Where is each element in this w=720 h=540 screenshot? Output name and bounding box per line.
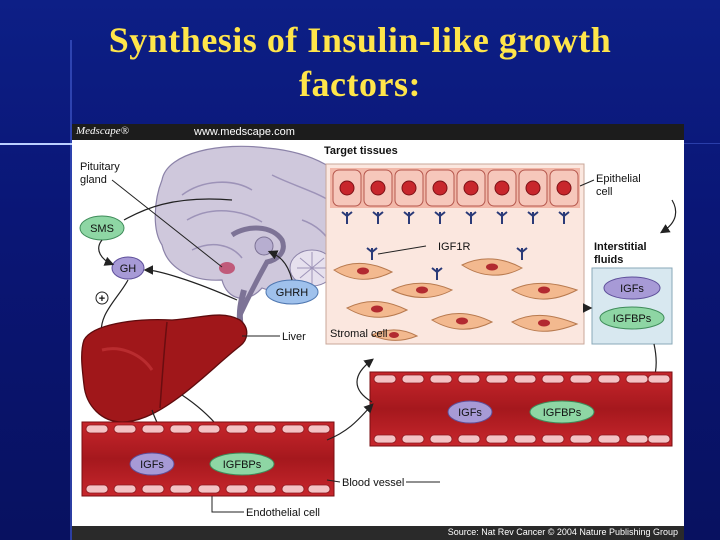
interstitial-fluids-box: Interstitial fluids IGFs IGFBPs [591, 241, 673, 345]
lower-vessel-igfbps-label: IGFBPs [223, 459, 262, 471]
stromal-nuclei [357, 263, 550, 338]
igf-synthesis-figure: Medscape® www.medscape.com Pituit [72, 124, 684, 540]
epithelial-fluid-arrow [659, 199, 677, 234]
figure-footer-bar: Source: Nat Rev Cancer © 2004 Nature Pub… [72, 526, 684, 540]
epithelial-label-line2: cell [596, 186, 613, 198]
sms-inhibit-arrow [98, 239, 115, 266]
decorative-horizontal-line [0, 143, 78, 145]
interstitial-label-line2: fluids [594, 254, 623, 266]
endothelial-cell-label: Endothelial cell [246, 507, 320, 519]
brain-illustration [154, 145, 360, 331]
ghrh-label: GHRH [276, 287, 308, 299]
plus-label: + [99, 293, 105, 305]
diagram-svg: Pituitary gland SMS GH + GHRH [79, 145, 677, 519]
sms-arrow [123, 198, 233, 221]
upper-blood-vessel: IGFs IGFBPs [369, 371, 673, 447]
slide-title: Synthesis of Insulin-like growth factors… [60, 18, 660, 106]
target-tissues-title: Target tissues [324, 145, 398, 157]
medscape-logo: Medscape® [76, 125, 129, 137]
source-credit: Source: Nat Rev Cancer © 2004 Nature Pub… [447, 527, 678, 537]
liver-illustration [81, 314, 248, 423]
figure-header-bar: Medscape® www.medscape.com [72, 124, 684, 140]
vessel-igfbps-label: IGFBPs [543, 407, 582, 419]
interstitial-label-line1: Interstitial [594, 241, 647, 253]
igf1r-receptors [341, 211, 570, 280]
liver-label: Liver [282, 331, 306, 343]
title-line-1: Synthesis of Insulin-like growth [108, 20, 612, 60]
medscape-url: www.medscape.com [194, 126, 295, 138]
pituitary-label-line1: Pituitary [80, 161, 120, 173]
lower-vessel-igfs-label: IGFs [140, 459, 164, 471]
ghrh-arrow [267, 250, 293, 281]
sms-pill: SMS [79, 215, 125, 241]
stromal-cell-label: Stromal cell [330, 328, 387, 340]
epithelial-cells [330, 168, 580, 208]
lower-blood-vessel: IGFs IGFBPs [81, 421, 335, 497]
gh-label: GH [120, 263, 137, 275]
gh-pill: GH [111, 256, 145, 280]
sms-label: SMS [90, 223, 114, 235]
epithelial-label-line1: Epithelial [596, 173, 641, 185]
gh-release-arrow [143, 265, 238, 301]
interstitial-igfs-label: IGFs [620, 283, 644, 295]
decorative-vertical-line [70, 40, 72, 540]
interstitial-igfbps-label: IGFBPs [613, 313, 652, 325]
blood-vessel-label: Blood vessel [342, 477, 404, 489]
title-line-2: factors: [299, 64, 421, 104]
ghrh-pill: GHRH [265, 279, 319, 305]
vessel-to-tissue-arrow [356, 358, 374, 403]
vessel-igfs-label: IGFs [458, 407, 482, 419]
igf1r-label: IGF1R [438, 241, 470, 253]
circulation-arrow [326, 403, 374, 441]
pituitary-label-line2: gland [80, 174, 107, 186]
stimulation-plus-icon [95, 291, 109, 305]
target-tissues-panel: Target tissues [324, 145, 585, 345]
